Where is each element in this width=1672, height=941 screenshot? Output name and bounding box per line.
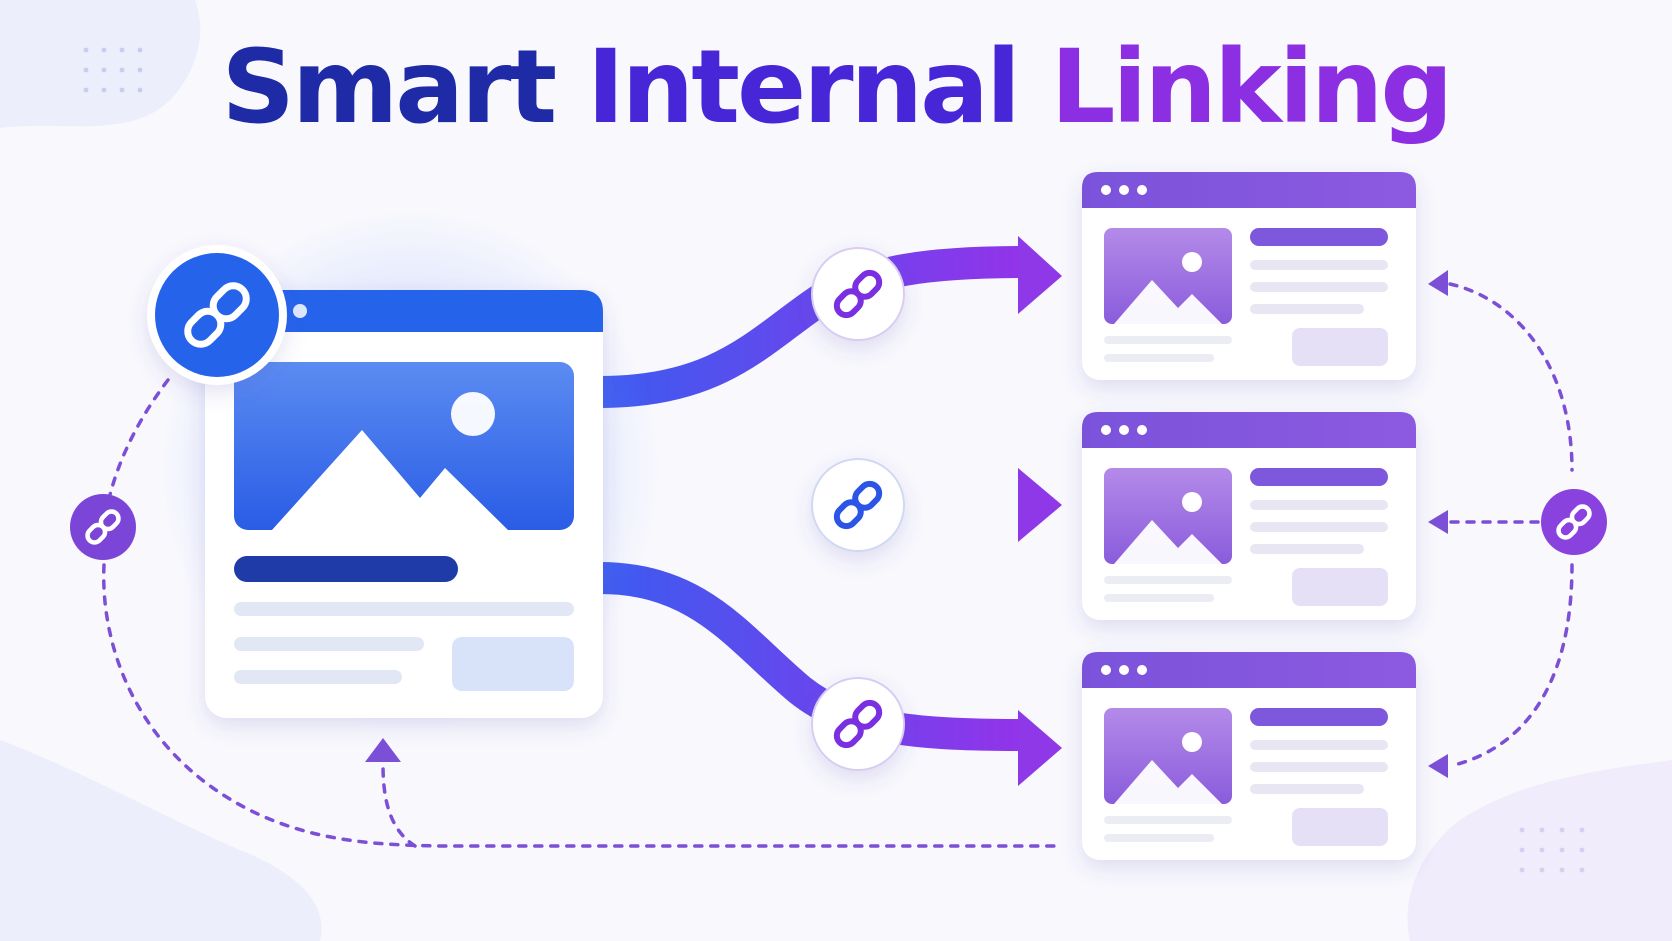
title-word-1: Smart bbox=[221, 28, 558, 147]
source-page bbox=[205, 290, 603, 718]
connector-link-badge-2 bbox=[811, 458, 905, 552]
link-icon bbox=[833, 269, 883, 319]
right-loop-arrowhead-bottom bbox=[1428, 754, 1448, 778]
left-loop-link-badge bbox=[70, 494, 136, 560]
link-icon bbox=[833, 480, 883, 530]
connector-arrow-2-head bbox=[1018, 468, 1062, 542]
title-word-3: Linking bbox=[1050, 28, 1453, 147]
right-dashed-loop bbox=[1448, 282, 1574, 768]
target-page-1 bbox=[1082, 172, 1416, 380]
title-word-2: Internal bbox=[586, 28, 1021, 147]
right-loop-arrowhead-top bbox=[1428, 270, 1448, 296]
link-icon bbox=[833, 699, 883, 749]
connector-arrow-1-body bbox=[599, 246, 1026, 408]
connector-link-badge-3 bbox=[811, 677, 905, 771]
left-loop-arrowhead bbox=[365, 738, 401, 762]
link-icon bbox=[85, 509, 121, 545]
right-loop-link-badge bbox=[1541, 489, 1607, 555]
right-loop-arrowhead-middle bbox=[1428, 510, 1448, 534]
page-title: Smart Internal Linking bbox=[0, 28, 1672, 148]
target-page-2 bbox=[1082, 412, 1416, 620]
dot-grid-bottom-right bbox=[1519, 827, 1585, 873]
connector-arrow-3-head bbox=[1018, 710, 1062, 786]
link-icon bbox=[184, 282, 250, 348]
connector-arrow-3-body bbox=[599, 562, 1026, 751]
connector-link-badge-1 bbox=[811, 247, 905, 341]
link-icon bbox=[1556, 504, 1592, 540]
connector-arrow-1-head bbox=[1018, 236, 1062, 314]
dot-grid-top-left bbox=[83, 47, 143, 93]
target-page-3 bbox=[1082, 652, 1416, 860]
